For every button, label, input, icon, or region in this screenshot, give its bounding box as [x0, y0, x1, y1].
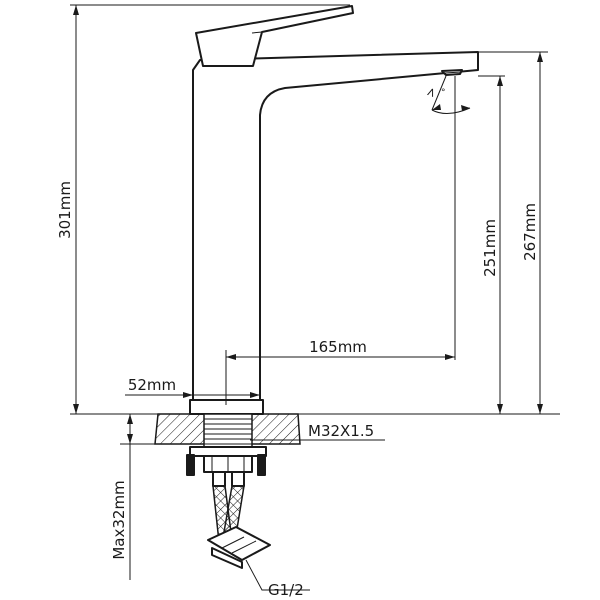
hose-connection-label: G1/2: [268, 581, 304, 599]
stud-left: [186, 454, 195, 476]
hose-end-nut: [211, 547, 243, 569]
hose-stem-left: [212, 471, 226, 487]
total-height-label: 301mm: [56, 181, 74, 239]
spout-reach-label: 165mm: [309, 338, 367, 356]
supply-hoses: [207, 485, 271, 569]
aerator-line: [444, 71, 462, 74]
stud-right: [257, 454, 266, 476]
svg-text:°: °: [441, 88, 446, 98]
hose-end-fitting: [207, 526, 271, 561]
hose-stem-right: [231, 471, 245, 487]
outlet-angle-arc: [431, 107, 471, 114]
spout-outline: [192, 51, 479, 401]
spout-height-label: 267mm: [521, 203, 539, 261]
hose-connection-leader: [245, 559, 310, 591]
mount-thread-label: M32X1.5: [308, 422, 374, 440]
counter-thickness-label: Max32mm: [110, 480, 128, 559]
fixing-bracket: [189, 446, 267, 457]
lever-handle: [195, 5, 354, 67]
shank-threads: [204, 418, 252, 445]
outlet-height-label: 251mm: [481, 219, 499, 277]
mounting-assembly: [154, 413, 301, 487]
dimension-lines: > °: [70, 4, 560, 591]
dimension-labels: 301mm 267mm 251mm 165mm 52mm M32X1.5 Max…: [56, 181, 539, 599]
base-width-label: 52mm: [128, 376, 176, 394]
lever-joint: [251, 31, 263, 34]
outlet-angle-mark: >: [423, 85, 440, 99]
